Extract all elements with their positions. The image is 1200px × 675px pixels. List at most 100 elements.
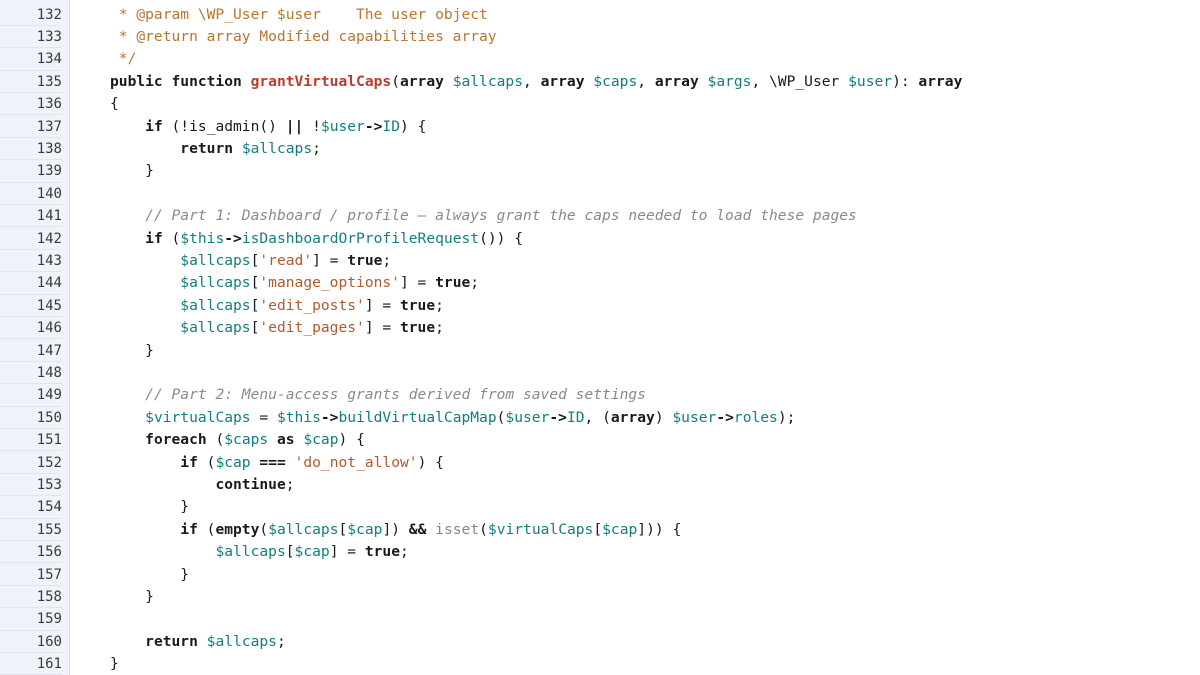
- code-line[interactable]: 132 * @param \WP_User $user The user obj…: [0, 4, 1200, 26]
- code-content: if ($cap === 'do_not_allow') {: [110, 452, 444, 474]
- code-text-token: , (: [584, 408, 611, 426]
- keyword-token: array: [610, 408, 655, 426]
- code-line[interactable]: 158 }: [0, 586, 1200, 609]
- code-text-token: [: [250, 274, 260, 292]
- code-line[interactable]: 147 }: [0, 340, 1200, 362]
- code-text-token: (: [496, 408, 506, 426]
- code-text-token: [110, 543, 215, 560]
- code-line[interactable]: 152 if ($cap === 'do_not_allow') {: [0, 452, 1200, 474]
- code-text-token: [110, 454, 180, 471]
- code-content: foreach ($caps as $cap) {: [110, 429, 365, 451]
- code-text-token: [: [250, 296, 260, 314]
- variable-token: ID: [566, 408, 585, 426]
- code-line[interactable]: 141 // Part 1: Dashboard / profile — alw…: [0, 205, 1200, 228]
- code-text-token: [110, 319, 180, 336]
- code-content: return $allcaps;: [110, 631, 286, 653]
- code-line[interactable]: 149 // Part 2: Menu-access grants derive…: [0, 384, 1200, 407]
- comment-token: // Part 1: Dashboard / profile — always …: [145, 207, 857, 225]
- variable-token: $virtualCaps: [487, 520, 594, 538]
- code-line[interactable]: 138 return $allcaps;: [0, 138, 1200, 161]
- code-line[interactable]: 159: [0, 608, 1200, 631]
- variable-token: $virtualCaps: [145, 408, 251, 426]
- variable-token: $cap: [294, 543, 330, 561]
- code-line[interactable]: 153 continue;: [0, 474, 1200, 497]
- string-literal-token: 'edit_pages': [259, 319, 365, 337]
- code-line[interactable]: 146 $allcaps['edit_pages'] = true;: [0, 317, 1200, 340]
- keyword-token: ||: [285, 117, 304, 135]
- code-text-token: [110, 118, 145, 135]
- code-content: // Part 2: Menu-access grants derived fr…: [110, 384, 646, 406]
- code-text-token: ()) {: [479, 229, 523, 247]
- variable-token: $allcaps: [206, 632, 277, 650]
- keyword-token: foreach: [145, 431, 216, 449]
- code-text-token: ] =: [364, 319, 400, 337]
- code-line[interactable]: 154 }: [0, 496, 1200, 519]
- code-text-token: (: [215, 431, 225, 449]
- code-text-token: ;: [400, 543, 409, 561]
- code-text-token: !: [303, 117, 321, 135]
- keyword-token: if: [180, 453, 207, 471]
- keyword-token: as: [268, 431, 304, 449]
- keyword-token: continue: [215, 475, 286, 493]
- line-number: 146: [0, 317, 62, 340]
- code-content: $allcaps['read'] = true;: [110, 250, 391, 272]
- code-line[interactable]: 156 $allcaps[$cap] = true;: [0, 541, 1200, 564]
- code-line[interactable]: 151 foreach ($caps as $cap) {: [0, 429, 1200, 452]
- code-line[interactable]: 137 if (!is_admin() || !$user->ID) {: [0, 116, 1200, 138]
- code-text-token: [110, 476, 215, 493]
- variable-token: $allcaps: [180, 251, 251, 269]
- line-number: 134: [0, 48, 62, 71]
- code-line[interactable]: 134 */: [0, 48, 1200, 71]
- comment-token: // Part 2: Menu-access grants derived fr…: [145, 386, 646, 404]
- variable-token: $allcaps: [180, 319, 251, 337]
- code-line[interactable]: 136{: [0, 93, 1200, 116]
- variable-token: roles: [733, 408, 778, 426]
- code-line[interactable]: 157 }: [0, 564, 1200, 586]
- code-line[interactable]: 144 $allcaps['manage_options'] = true;: [0, 272, 1200, 295]
- keyword-token: ->: [320, 408, 339, 426]
- code-text-token: ] =: [399, 274, 436, 292]
- code-line[interactable]: 140: [0, 183, 1200, 206]
- code-text-token: (: [206, 520, 216, 538]
- code-text-token: (: [206, 453, 216, 471]
- string-literal-token: 'edit_posts': [259, 296, 365, 314]
- code-line[interactable]: 160 return $allcaps;: [0, 631, 1200, 654]
- line-number: 139: [0, 160, 62, 183]
- variable-token: $allcaps: [241, 139, 313, 157]
- code-text-token: [: [250, 251, 260, 269]
- code-text-token: }: [110, 162, 154, 180]
- code-text-token: [110, 521, 180, 538]
- code-line[interactable]: 139 }: [0, 160, 1200, 183]
- code-content: // Part 1: Dashboard / profile — always …: [110, 205, 857, 227]
- keyword-token: true: [364, 543, 400, 561]
- code-text-token: ;: [435, 319, 444, 337]
- code-text-token: ) {: [400, 117, 427, 135]
- code-content: * @param \WP_User $user The user object: [110, 4, 488, 26]
- code-line[interactable]: 145 $allcaps['edit_posts'] = true;: [0, 295, 1200, 318]
- line-number: 137: [0, 116, 62, 138]
- variable-token: $cap: [602, 520, 638, 538]
- code-content: public function grantVirtualCaps(array $…: [110, 71, 962, 93]
- code-line[interactable]: 142 if ($this->isDashboardOrProfileReque…: [0, 228, 1200, 250]
- code-text-token: (: [259, 520, 269, 538]
- line-number: 157: [0, 564, 62, 586]
- code-content: $allcaps['edit_pages'] = true;: [110, 317, 444, 339]
- code-content: }: [110, 653, 119, 675]
- code-line[interactable]: 155 if (empty($allcaps[$cap]) && isset($…: [0, 519, 1200, 542]
- code-text-token: {: [110, 95, 119, 113]
- code-text-token: ] =: [312, 251, 348, 269]
- code-line[interactable]: 161}: [0, 653, 1200, 675]
- string-literal-token: 'do_not_allow': [294, 453, 418, 471]
- code-line[interactable]: 133 * @return array Modified capabilitie…: [0, 26, 1200, 49]
- code-line[interactable]: 150 $virtualCaps = $this->buildVirtualCa…: [0, 407, 1200, 430]
- code-text-token: (: [171, 229, 181, 247]
- code-line[interactable]: 143 $allcaps['read'] = true;: [0, 250, 1200, 273]
- line-number: 158: [0, 586, 62, 609]
- line-number: 149: [0, 384, 62, 407]
- keyword-token: if: [145, 117, 172, 135]
- variable-token: isDashboardOrProfileRequest: [241, 229, 480, 247]
- code-text-token: [110, 274, 180, 291]
- code-line[interactable]: 148: [0, 362, 1200, 385]
